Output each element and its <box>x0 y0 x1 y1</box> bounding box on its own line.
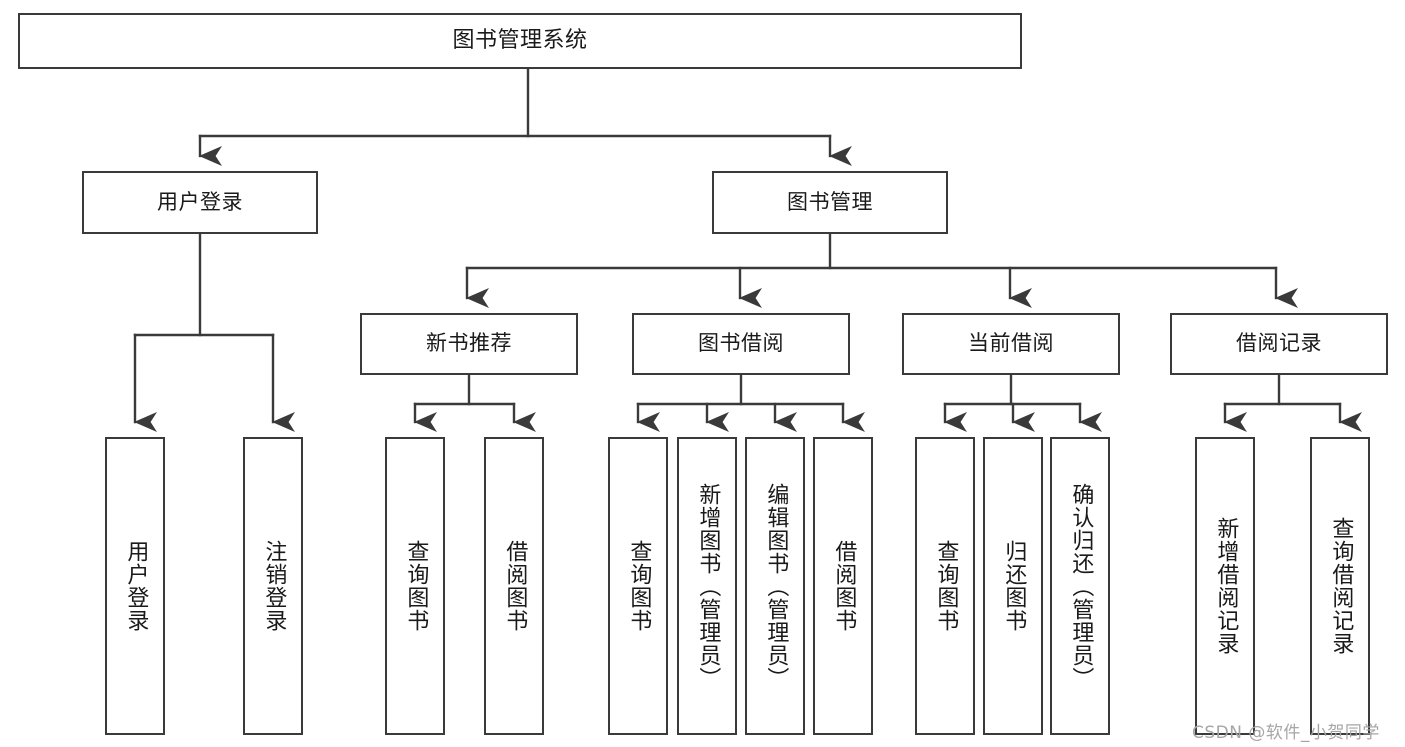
leaf-user-login-label: 用户登录 <box>123 540 149 632</box>
leaf-add-book-admin[interactable]: 新增图书（管理员） <box>677 437 737 735</box>
node-current-borrow[interactable]: 当前借阅 <box>902 313 1120 375</box>
leaf-logout[interactable]: 注销登录 <box>243 437 303 735</box>
node-new-book-recommend[interactable]: 新书推荐 <box>360 313 578 375</box>
node-current-borrow-label: 当前借阅 <box>968 331 1054 356</box>
node-new-book-recommend-label: 新书推荐 <box>426 331 512 356</box>
leaf-return-book-label: 归还图书 <box>1001 540 1027 632</box>
leaf-query-borrow-record[interactable]: 查询借阅记录 <box>1310 437 1370 735</box>
node-book-borrow-label: 图书借阅 <box>698 331 784 356</box>
leaf-query-book-newbook-label: 查询图书 <box>403 540 429 632</box>
leaf-edit-book-admin-label: 编辑图书（管理员） <box>763 482 789 690</box>
leaf-add-borrow-record-label: 新增借阅记录 <box>1213 517 1239 655</box>
leaf-user-login[interactable]: 用户登录 <box>105 437 165 735</box>
leaf-confirm-return-admin-label: 确认归还（管理员） <box>1068 482 1094 690</box>
leaf-borrow-book-newbook-label: 借阅图书 <box>502 540 528 632</box>
leaf-query-book-current[interactable]: 查询图书 <box>915 437 975 735</box>
csdn-watermark: CSDN @软件_小贺同学 <box>1192 718 1380 743</box>
leaf-query-book-borrow[interactable]: 查询图书 <box>608 437 668 735</box>
leaf-add-book-admin-label: 新增图书（管理员） <box>695 482 721 690</box>
leaf-query-book-newbook[interactable]: 查询图书 <box>385 437 445 735</box>
leaf-borrow-book-label: 借阅图书 <box>831 540 857 632</box>
node-book-management[interactable]: 图书管理 <box>712 171 948 234</box>
node-user-login[interactable]: 用户登录 <box>82 171 318 234</box>
leaf-add-borrow-record[interactable]: 新增借阅记录 <box>1195 437 1255 735</box>
node-book-management-label: 图书管理 <box>787 189 873 214</box>
leaf-logout-label: 注销登录 <box>261 540 287 632</box>
node-root-label: 图书管理系统 <box>452 27 588 53</box>
leaf-return-book[interactable]: 归还图书 <box>983 437 1043 735</box>
node-borrow-record-label: 借阅记录 <box>1236 331 1322 356</box>
leaf-query-borrow-record-label: 查询借阅记录 <box>1328 517 1354 655</box>
node-user-login-label: 用户登录 <box>157 189 243 214</box>
node-root-system[interactable]: 图书管理系统 <box>18 13 1022 69</box>
csdn-watermark-text: CSDN @软件_小贺同学 <box>1192 723 1380 743</box>
leaf-query-book-current-label: 查询图书 <box>933 540 959 632</box>
leaf-edit-book-admin[interactable]: 编辑图书（管理员） <box>745 437 805 735</box>
node-borrow-record[interactable]: 借阅记录 <box>1170 313 1388 375</box>
leaf-borrow-book[interactable]: 借阅图书 <box>813 437 873 735</box>
leaf-query-book-borrow-label: 查询图书 <box>626 540 652 632</box>
node-book-borrow[interactable]: 图书借阅 <box>632 313 850 375</box>
leaf-borrow-book-newbook[interactable]: 借阅图书 <box>484 437 544 735</box>
leaf-confirm-return-admin[interactable]: 确认归还（管理员） <box>1050 437 1110 735</box>
